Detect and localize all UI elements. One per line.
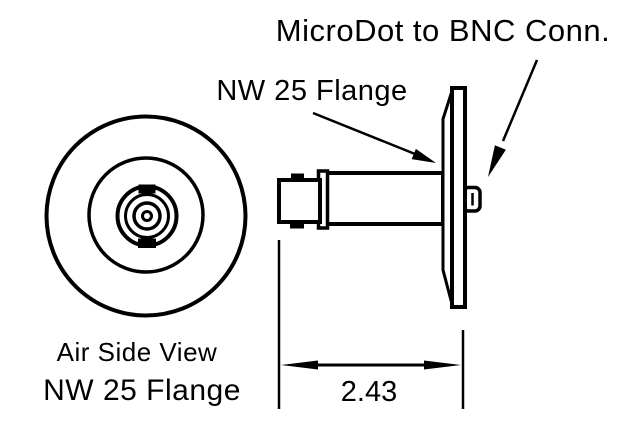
microdot-arrowhead — [488, 145, 506, 177]
microdot-callout-arrow — [488, 59, 539, 177]
length-dimension: 2.43 — [277, 240, 465, 409]
front-view-caption-line2: NW 25 Flange — [43, 374, 241, 407]
microdot-connector — [461, 185, 482, 213]
microdot-arrow-line — [501, 59, 539, 142]
flange-arrowhead — [411, 148, 436, 163]
bnc-connector-body-side — [277, 178, 322, 224]
flange-callout-label: NW 25 Flange — [216, 75, 407, 107]
bnc-bayonet-lug-bottom-side — [290, 221, 304, 229]
bnc-center-pin-circle — [141, 210, 153, 222]
side-view — [277, 86, 482, 309]
front-view — [44, 114, 248, 318]
microdot-connector-label: MicroDot to BNC Conn. — [276, 13, 610, 48]
bnc-bayonet-lug-top-front — [138, 184, 156, 194]
dimension-arrowhead-right — [424, 360, 461, 370]
dimension-value-text: 2.43 — [341, 376, 397, 408]
flange-face-plate — [450, 86, 467, 309]
bnc-bayonet-lug-top-side — [291, 173, 304, 181]
front-view-caption-line1: Air Side View — [57, 337, 218, 367]
feedthrough-tube — [325, 171, 445, 226]
dimension-arrowhead-left — [281, 360, 318, 370]
flange-callout-arrow — [312, 111, 436, 163]
bnc-bayonet-lug-bottom-front — [138, 238, 156, 248]
flange-arrow-line — [312, 111, 421, 158]
